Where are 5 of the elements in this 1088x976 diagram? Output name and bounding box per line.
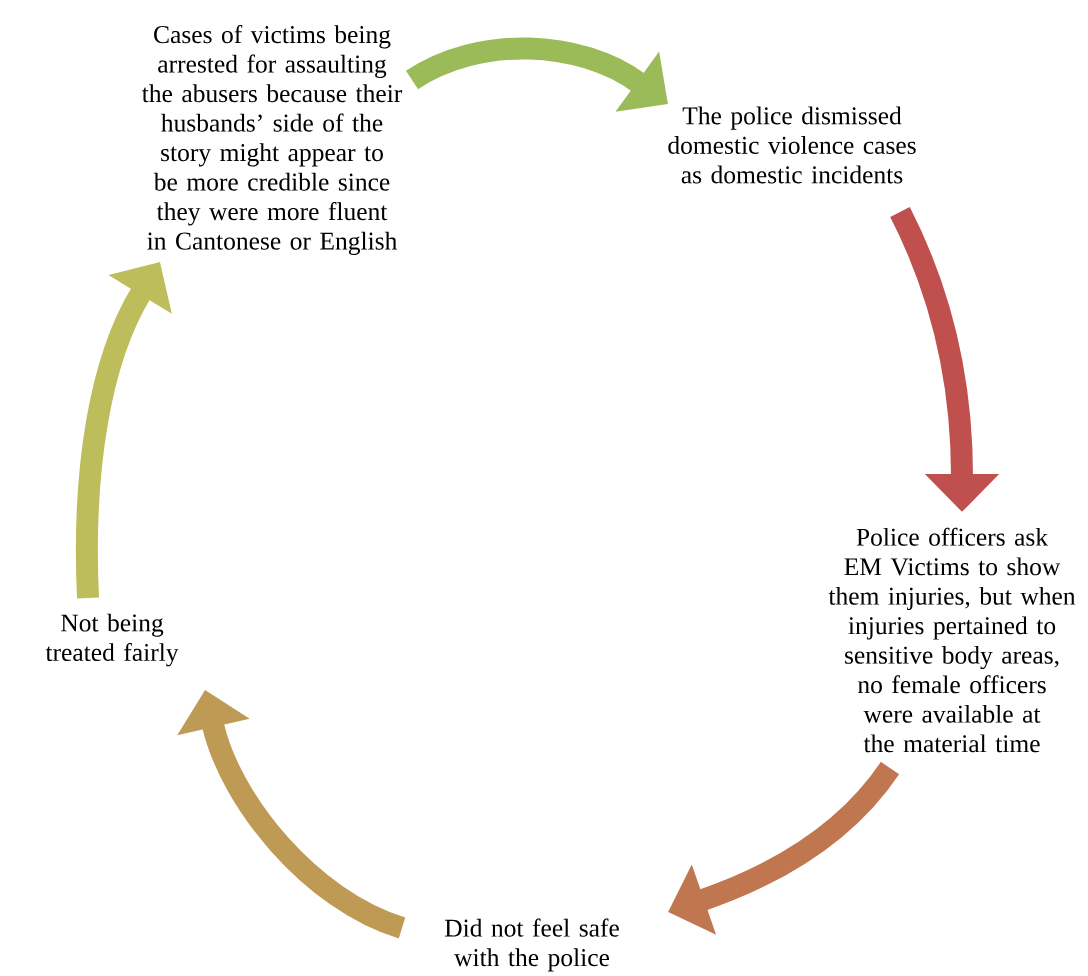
caption-text: Not being treated fairly (45, 613, 179, 667)
caption-text: Cases of victims being arrested for assaulting the abusers because their husbands’ side of the story might appear to be more credible since they were more fluent in Cantonese or English (142, 25, 403, 255)
caption-text: Did not feel safe with the police (444, 918, 619, 972)
caption-text: The police dismissed domestic violence cases as domestic incidents (668, 106, 916, 184)
caption-text: Police officers ask EM Victims to show them injuries, but when injuries pertained to sensitive body areas, no female officers were available at the material time (828, 527, 1076, 753)
